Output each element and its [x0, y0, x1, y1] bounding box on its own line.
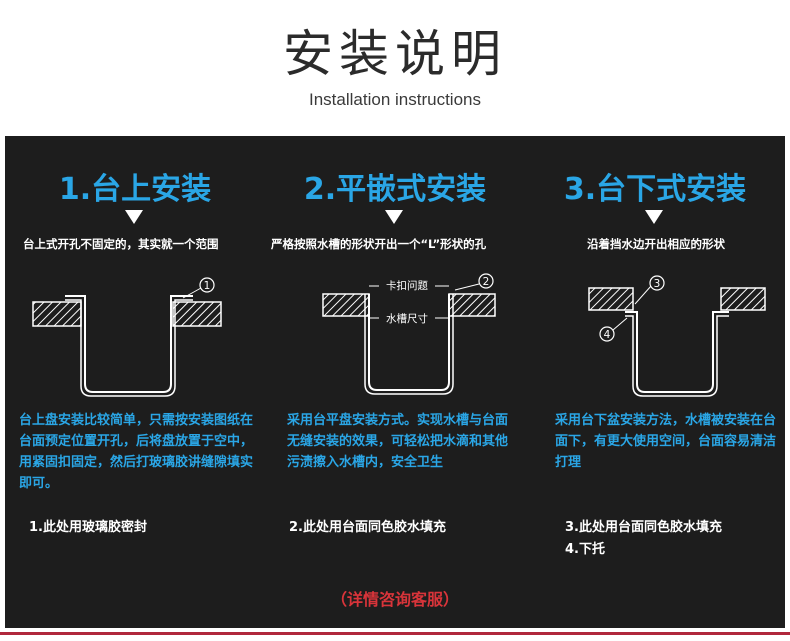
column-note: 2.此处用台面同色胶水填充	[289, 520, 446, 535]
page-subtitle: Installation instructions	[309, 90, 481, 109]
marker-4-label: 4	[604, 329, 611, 341]
leader-line-4	[612, 317, 628, 331]
column-heading: 3.台下式安装	[563, 172, 747, 207]
column-description: 台上盘安装比较简单，只需按安装图纸在台面预定位置开孔，后将盘放置于空中，用紧固扣…	[19, 413, 254, 491]
column-note: 1.此处用玻璃胶密封	[29, 520, 147, 535]
down-arrow-icon	[385, 210, 403, 224]
marker-3-label: 3	[654, 278, 661, 290]
counter-slab-left	[588, 287, 634, 311]
down-arrow-icon	[125, 210, 143, 224]
leader-line-3	[634, 285, 652, 305]
marker-3-icon	[649, 275, 665, 291]
contact-support-text: （详情咨询客服）	[330, 590, 459, 609]
column-note: 4.下托	[565, 542, 605, 557]
sink-outline	[368, 294, 450, 391]
sink-outline	[625, 311, 729, 393]
column-heading: 2.平嵌式安装	[303, 172, 487, 207]
counter-slab-left	[322, 293, 370, 317]
marker-2-label: 2	[483, 276, 490, 288]
marker-1-icon	[199, 277, 215, 293]
header: 安装说明 Installation instructions	[0, 0, 790, 132]
column-description: 采用台平盘安装方式。实现水槽与台面无缝安装的效果，可轻松把水滴和其他污渍擦入水槽…	[287, 413, 509, 470]
column-undermount-install: 3.台下式安装 沿着挡水边开出相应的形状 3 4 采用台下盆安装方法，水槽被安装…	[525, 136, 785, 628]
counter-slab-right	[720, 287, 766, 311]
column-heading: 1.台上安装	[58, 172, 212, 207]
leader-line	[182, 287, 202, 299]
down-arrow-icon	[645, 210, 663, 224]
clip-label: 卡扣问题	[386, 279, 428, 292]
column-subtitle: 严格按照水槽的形状开出一个“L”形状的孔	[271, 237, 487, 251]
column-countertop-install: 1.台上安装 台上式开孔不固定的，其实就一个范围 1 台上盘安装比较简单，只需按…	[5, 136, 265, 628]
counter-slab-left	[32, 301, 82, 327]
column-note: 3.此处用台面同色胶水填充	[565, 520, 722, 535]
flush-mount-diagram: 卡扣问题 水槽尺寸 2	[322, 273, 496, 395]
marker-1-label: 1	[204, 280, 211, 292]
footer-divider	[0, 632, 790, 635]
sink-outline-inner	[364, 294, 454, 395]
instruction-panel: 1.台上安装 台上式开孔不固定的，其实就一个范围 1 台上盘安装比较简单，只需按…	[5, 136, 785, 628]
counter-slab-right	[172, 301, 222, 327]
leader-line	[454, 283, 480, 291]
marker-2-icon	[478, 273, 494, 289]
counter-slab-right	[448, 293, 496, 317]
sink-outline	[65, 295, 193, 393]
sink-size-label: 水槽尺寸	[386, 312, 428, 325]
page-title: 安装说明	[283, 25, 507, 83]
countertop-diagram: 1	[32, 277, 222, 397]
sink-outline-inner	[65, 299, 193, 397]
column-description: 采用台下盆安装方法，水槽被安装在台面下，有更大使用空间，台面容易清洁打理	[555, 413, 777, 470]
column-subtitle: 台上式开孔不固定的，其实就一个范围	[23, 237, 219, 251]
sink-outline-inner	[625, 315, 729, 397]
marker-4-icon	[599, 326, 615, 342]
column-flush-install: 2.平嵌式安装 严格按照水槽的形状开出一个“L”形状的孔 卡扣问题 水槽尺寸 2	[265, 136, 525, 628]
column-subtitle: 沿着挡水边开出相应的形状	[587, 237, 725, 251]
undermount-diagram: 3 4	[588, 275, 766, 397]
